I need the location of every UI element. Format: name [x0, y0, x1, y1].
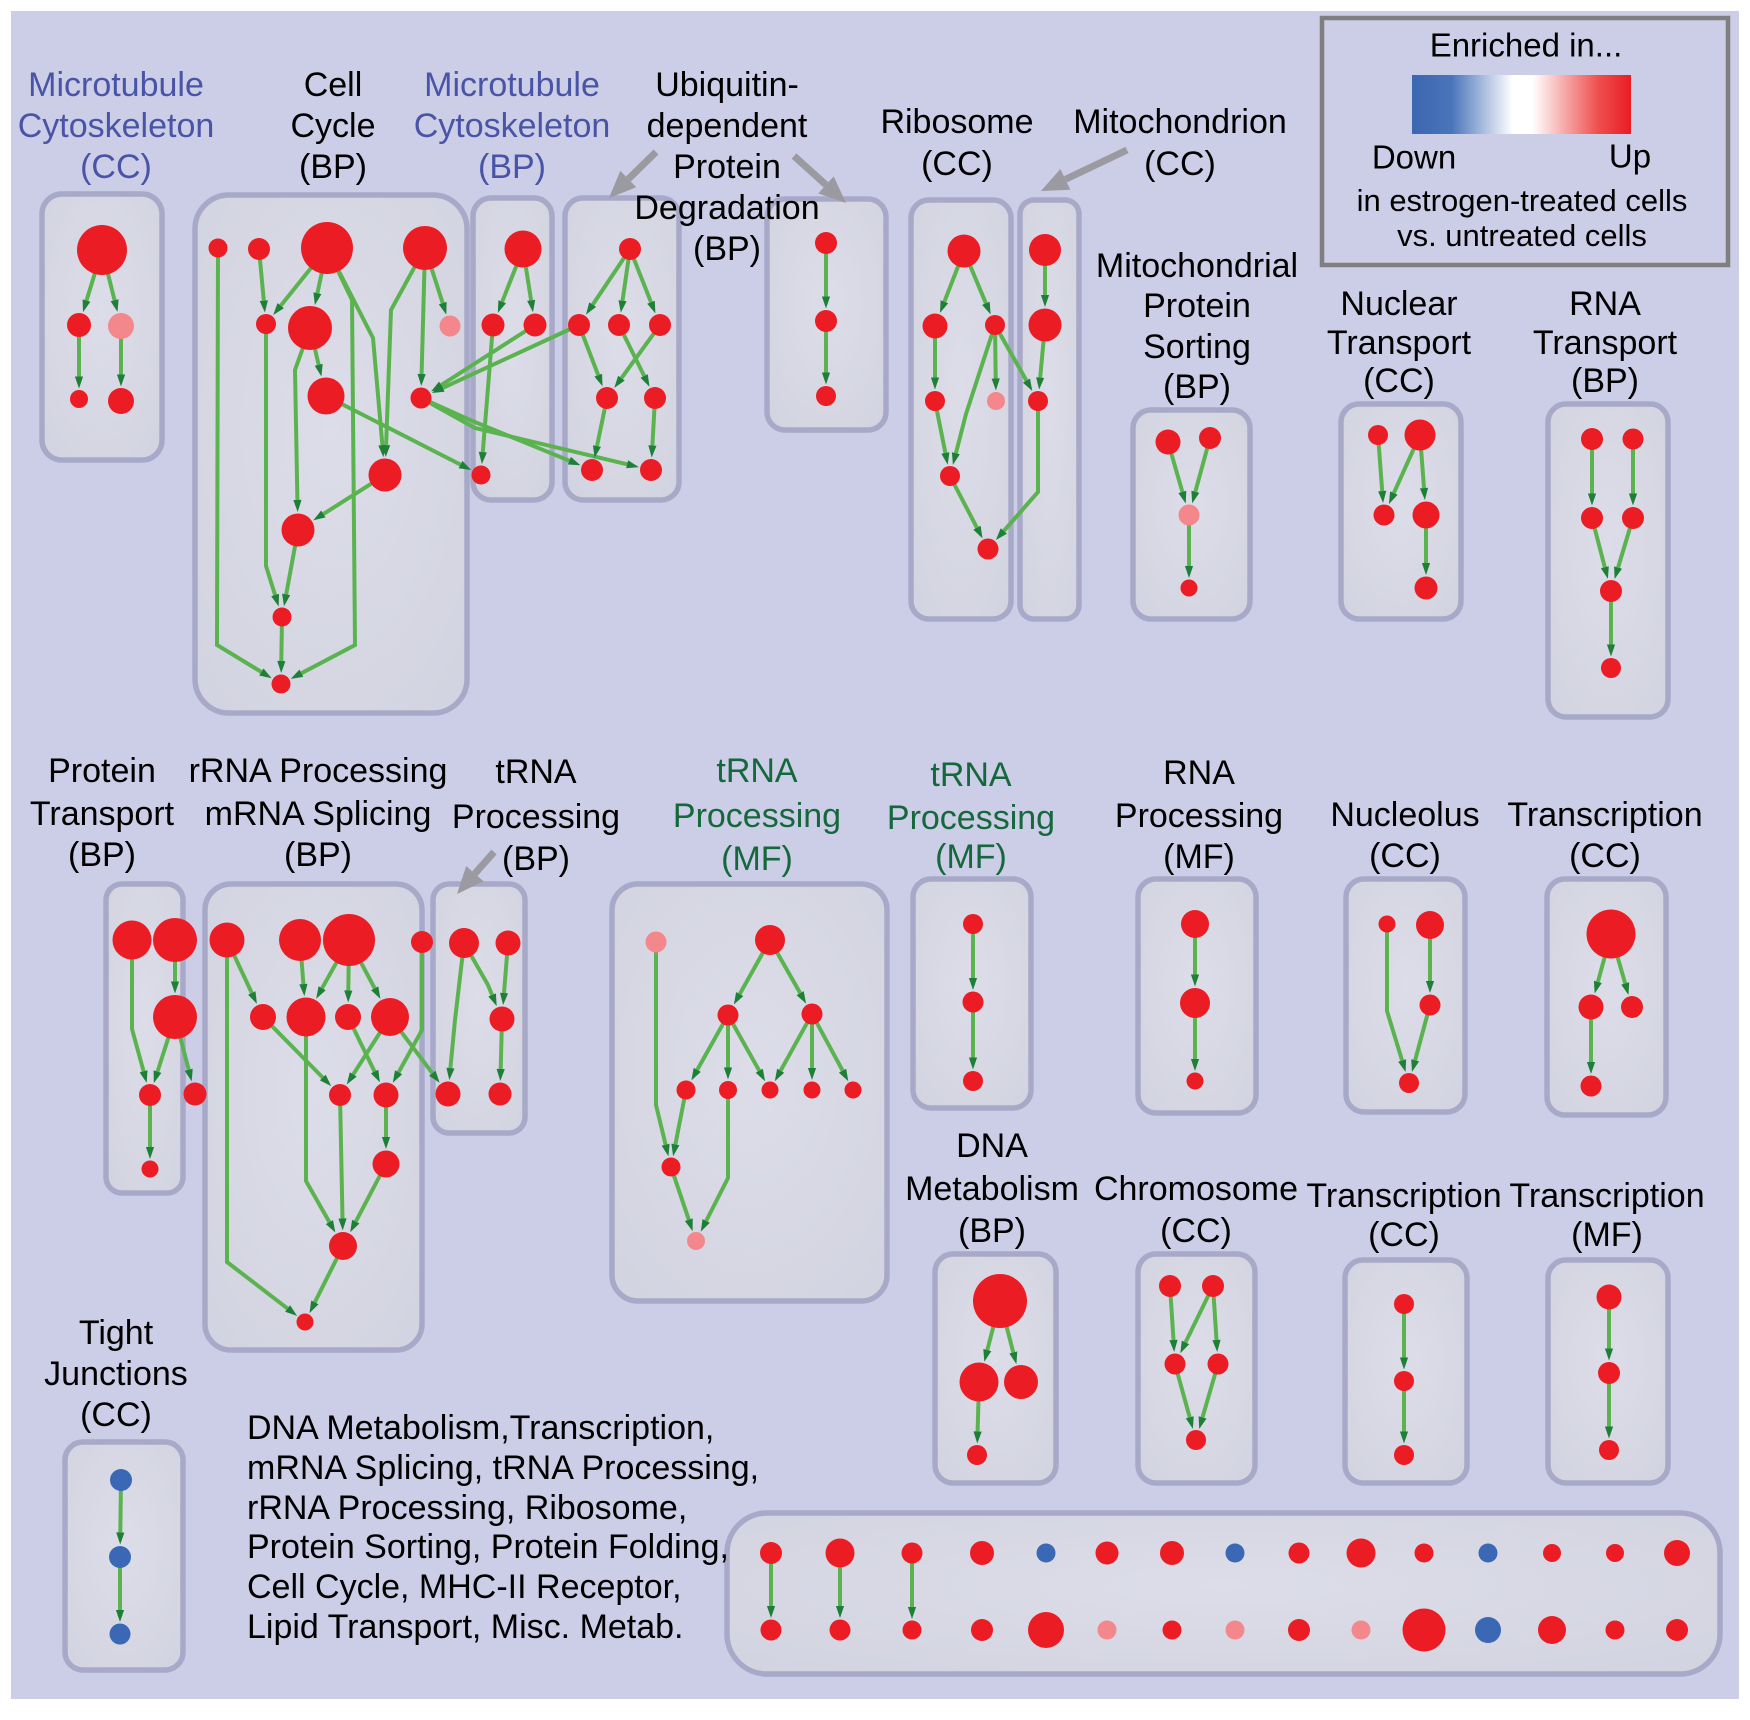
- svg-text:Processing: Processing: [673, 797, 841, 835]
- svg-text:(BP): (BP): [693, 230, 761, 268]
- svg-text:(CC): (CC): [1569, 837, 1641, 875]
- svg-text:Up: Up: [1609, 138, 1651, 175]
- svg-text:Transport: Transport: [1327, 324, 1472, 362]
- svg-text:Chromosome: Chromosome: [1094, 1170, 1298, 1208]
- svg-text:(BP): (BP): [299, 148, 367, 186]
- svg-text:mRNA Splicing, tRNA Processing: mRNA Splicing, tRNA Processing,: [247, 1449, 759, 1487]
- svg-text:(MF): (MF): [721, 840, 793, 878]
- svg-text:(BP): (BP): [1571, 362, 1639, 400]
- svg-text:Tight: Tight: [79, 1314, 154, 1352]
- svg-text:(CC): (CC): [1369, 837, 1441, 875]
- svg-text:(BP): (BP): [478, 148, 546, 186]
- svg-text:rRNA Processing, Ribosome,: rRNA Processing, Ribosome,: [247, 1489, 687, 1527]
- svg-text:Nucleolus: Nucleolus: [1330, 796, 1479, 834]
- svg-text:Processing: Processing: [452, 798, 620, 836]
- svg-text:Processing: Processing: [887, 799, 1055, 837]
- svg-text:Microtubule: Microtubule: [28, 66, 204, 104]
- svg-text:Nuclear: Nuclear: [1340, 285, 1457, 323]
- svg-text:Metabolism: Metabolism: [905, 1170, 1079, 1208]
- svg-text:Mitochondrial: Mitochondrial: [1096, 247, 1298, 285]
- svg-text:(MF): (MF): [1571, 1216, 1643, 1254]
- svg-text:Cytoskeleton: Cytoskeleton: [18, 107, 215, 145]
- svg-text:(BP): (BP): [1163, 368, 1231, 406]
- svg-text:(CC): (CC): [1363, 362, 1435, 400]
- svg-text:Sorting: Sorting: [1143, 328, 1251, 366]
- svg-text:RNA: RNA: [1569, 285, 1641, 323]
- svg-text:vs. untreated cells: vs. untreated cells: [1397, 218, 1647, 253]
- svg-text:Transcription: Transcription: [1306, 1177, 1501, 1215]
- svg-text:Transcription: Transcription: [1507, 796, 1702, 834]
- svg-text:(BP): (BP): [958, 1212, 1026, 1250]
- svg-text:Cycle: Cycle: [290, 107, 375, 145]
- svg-text:tRNA: tRNA: [495, 753, 577, 791]
- svg-text:(MF): (MF): [935, 838, 1007, 876]
- svg-text:Cell Cycle, MHC-II Receptor,: Cell Cycle, MHC-II Receptor,: [247, 1568, 682, 1606]
- svg-text:in estrogen-treated cells: in estrogen-treated cells: [1357, 183, 1688, 218]
- svg-text:dependent: dependent: [647, 107, 808, 145]
- svg-text:(MF): (MF): [1163, 838, 1235, 876]
- svg-text:(CC): (CC): [921, 145, 993, 183]
- svg-text:Transcription: Transcription: [1509, 1177, 1704, 1215]
- svg-text:Processing: Processing: [1115, 797, 1283, 835]
- svg-text:Enriched in...: Enriched in...: [1430, 27, 1623, 64]
- svg-text:Mitochondrion: Mitochondrion: [1073, 103, 1287, 141]
- svg-text:(CC): (CC): [1144, 145, 1216, 183]
- svg-text:mRNA Splicing: mRNA Splicing: [205, 795, 432, 833]
- svg-text:(CC): (CC): [80, 148, 152, 186]
- svg-text:Cytoskeleton: Cytoskeleton: [414, 107, 611, 145]
- svg-text:Microtubule: Microtubule: [424, 66, 600, 104]
- svg-text:Cell: Cell: [304, 66, 363, 104]
- svg-text:Protein: Protein: [673, 148, 781, 186]
- svg-text:rRNA Processing: rRNA Processing: [189, 752, 448, 790]
- svg-text:(CC): (CC): [1160, 1212, 1232, 1250]
- svg-text:(BP): (BP): [68, 836, 136, 874]
- svg-text:Protein: Protein: [1143, 287, 1251, 325]
- svg-text:DNA: DNA: [956, 1127, 1028, 1165]
- svg-text:Protein Sorting, Protein Foldi: Protein Sorting, Protein Folding,: [247, 1528, 729, 1566]
- svg-text:(BP): (BP): [502, 840, 570, 878]
- svg-text:Junctions: Junctions: [44, 1355, 188, 1393]
- svg-text:RNA: RNA: [1163, 754, 1235, 792]
- svg-text:Degradation: Degradation: [634, 189, 819, 227]
- svg-text:(CC): (CC): [1368, 1216, 1440, 1254]
- svg-text:Down: Down: [1372, 139, 1456, 176]
- svg-text:Protein: Protein: [48, 752, 156, 790]
- svg-text:tRNA: tRNA: [930, 756, 1012, 794]
- svg-text:Transport: Transport: [30, 795, 175, 833]
- svg-text:Transport: Transport: [1533, 324, 1678, 362]
- svg-text:Ubiquitin-: Ubiquitin-: [655, 66, 799, 104]
- svg-text:Lipid Transport, Misc. Metab.: Lipid Transport, Misc. Metab.: [247, 1608, 684, 1646]
- svg-text:(CC): (CC): [80, 1396, 152, 1434]
- svg-text:tRNA: tRNA: [716, 752, 798, 790]
- svg-text:Ribosome: Ribosome: [880, 103, 1033, 141]
- svg-text:DNA Metabolism,Transcription,: DNA Metabolism,Transcription,: [247, 1409, 714, 1447]
- svg-text:(BP): (BP): [284, 836, 352, 874]
